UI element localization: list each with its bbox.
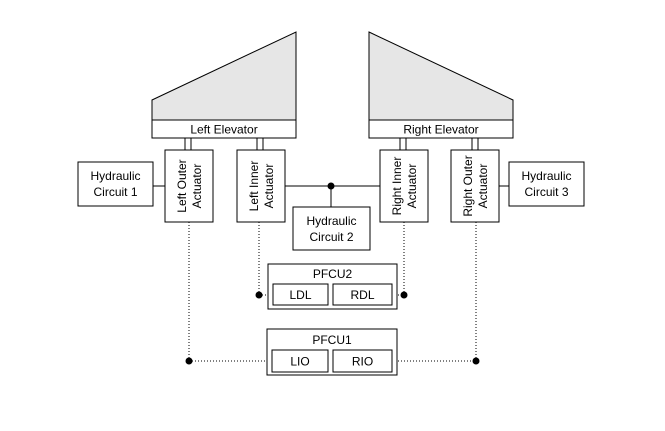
- hydraulic-circuit-2-line2: Circuit 2: [309, 230, 353, 244]
- pfcu1-label: PFCU1: [312, 333, 352, 347]
- pfcu1-lio-box: [271, 349, 329, 373]
- hydraulic-circuit-3-line2: Circuit 3: [524, 185, 568, 199]
- elevator-actuator-linkages: [184, 138, 479, 150]
- left-outer-actuator-line2: Actuator: [190, 164, 204, 209]
- hydraulic-circuit-1-line2: Circuit 1: [93, 185, 137, 199]
- left-outer-actuator-line1: Left Outer: [175, 159, 189, 212]
- left-elevator-label-box: [151, 119, 297, 139]
- pfcu2-signal-lines: [255, 222, 408, 299]
- left-elevator-surface: [151, 31, 297, 121]
- pfcu1-rio-label: RIO: [352, 355, 373, 369]
- left-elevator: Left Elevator: [151, 31, 297, 139]
- hydraulic-circuit-1: Hydraulic Circuit 1: [77, 161, 154, 207]
- hydraulic-circuit-3-line1: Hydraulic: [521, 169, 571, 183]
- pfcu2-label: PFCU2: [313, 267, 353, 281]
- pfcu2-ldl-box: [272, 283, 329, 306]
- left-inner-actuator: Left Inner Actuator: [236, 149, 286, 223]
- right-inner-actuator-line2: Actuator: [405, 164, 419, 209]
- right-inner-actuator: Right Inner Actuator: [379, 149, 429, 223]
- hydraulic-circuit-3: Hydraulic Circuit 3: [508, 161, 585, 207]
- left-inner-signal-node: [255, 291, 263, 299]
- right-outer-actuator-line1: Right Outer: [461, 155, 475, 216]
- hydraulic-circuit-1-line1: Hydraulic: [90, 169, 140, 183]
- right-elevator-label-box: [368, 119, 514, 139]
- right-elevator: Right Elevator: [368, 31, 514, 139]
- left-inner-actuator-line1: Left Inner: [247, 161, 261, 212]
- left-outer-actuator: Left Outer Actuator: [164, 149, 214, 223]
- pfcu2-rdl-label: RDL: [350, 288, 374, 302]
- hydraulic-junction-node: [327, 182, 335, 190]
- pfcu1-lio-label: LIO: [290, 355, 309, 369]
- right-elevator-surface: [368, 31, 514, 121]
- right-inner-signal-node: [400, 291, 408, 299]
- pfcu1: PFCU1 LIO RIO: [266, 328, 398, 376]
- left-elevator-label: Left Elevator: [190, 123, 257, 137]
- left-outer-signal-node: [185, 357, 193, 365]
- hydraulic-circuit-2: Hydraulic Circuit 2: [292, 206, 371, 251]
- hydraulic-circuit-2-line1: Hydraulic: [306, 214, 356, 228]
- right-outer-actuator-line2: Actuator: [476, 164, 490, 209]
- pfcu1-signal-lines: [185, 222, 480, 365]
- right-outer-signal-node: [472, 357, 480, 365]
- right-inner-actuator-line1: Right Inner: [390, 157, 404, 216]
- left-inner-actuator-line2: Actuator: [262, 164, 276, 209]
- pfcu2-ldl-label: LDL: [289, 288, 311, 302]
- right-outer-actuator: Right Outer Actuator: [450, 149, 500, 223]
- right-elevator-label: Right Elevator: [403, 123, 478, 137]
- pfcu1-rio-box: [332, 349, 393, 373]
- pfcu2: PFCU2 LDL RDL: [267, 263, 398, 310]
- pfcu2-rdl-box: [332, 283, 393, 306]
